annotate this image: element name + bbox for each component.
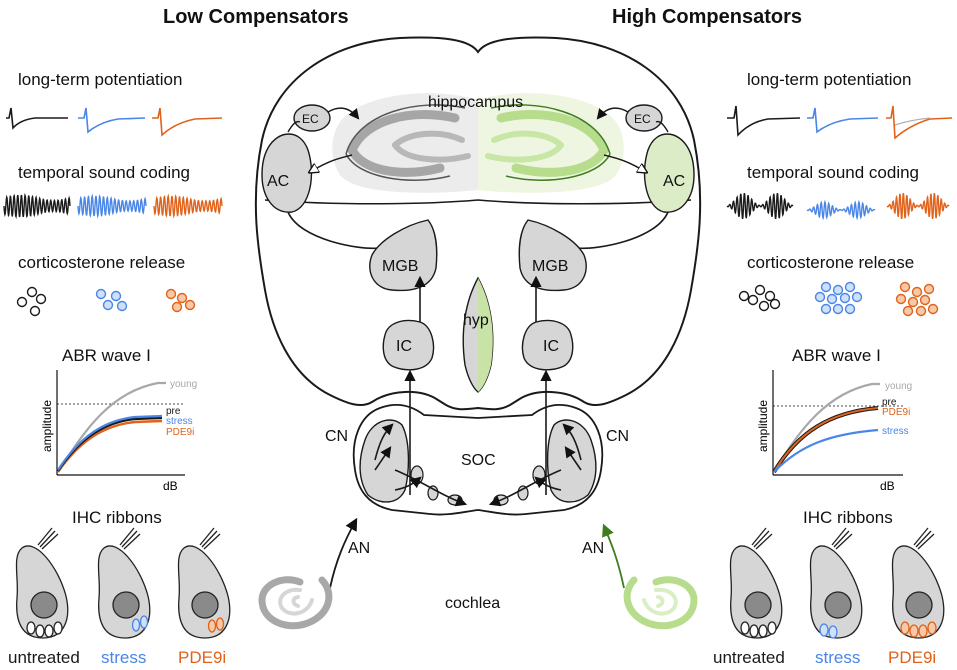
right-stress-label: stress bbox=[815, 648, 861, 667]
right-cort-circles bbox=[738, 281, 939, 317]
left-abr-young: young bbox=[170, 379, 197, 390]
left-abr-pde9i: PDE9i bbox=[166, 427, 194, 438]
left-ihc-label: IHC ribbons bbox=[72, 508, 162, 527]
ascending-pathways bbox=[374, 369, 582, 507]
ic-right-label: IC bbox=[543, 338, 559, 355]
right-cort-label: corticosterone release bbox=[747, 253, 915, 272]
cochlea-left bbox=[258, 576, 333, 630]
left-cort-circles bbox=[16, 286, 196, 317]
right-untreated-label: untreated bbox=[713, 648, 785, 667]
cochlea-right bbox=[623, 576, 698, 630]
right-abr-ylabel: amplitude bbox=[756, 400, 770, 452]
right-ihc-stress bbox=[809, 527, 863, 639]
right-abr-label: ABR wave I bbox=[792, 346, 881, 365]
ac-right bbox=[643, 133, 695, 213]
ec-right bbox=[625, 104, 663, 132]
ic-left-label: IC bbox=[396, 338, 412, 355]
left-abr-pre: pre bbox=[166, 406, 181, 417]
right-ihc-pde9i bbox=[891, 527, 945, 639]
right-abr-pre: pre bbox=[882, 397, 897, 408]
hippocampus-right bbox=[485, 110, 609, 177]
title-high-compensators: High Compensators bbox=[612, 6, 803, 28]
left-stress-label: stress bbox=[101, 648, 147, 667]
cn-left bbox=[359, 419, 410, 503]
title-low-compensators: Low Compensators bbox=[163, 6, 349, 28]
left-temporal-label: temporal sound coding bbox=[18, 163, 191, 182]
left-ihc-stress bbox=[97, 527, 151, 639]
left-ihc-pde9i bbox=[177, 527, 231, 639]
left-untreated-label: untreated bbox=[8, 648, 80, 667]
left-abr-ylabel: amplitude bbox=[40, 400, 54, 452]
left-ltp-traces bbox=[6, 107, 223, 137]
right-ihc-untreated bbox=[729, 527, 783, 639]
ec-left-label: EC bbox=[302, 112, 319, 126]
right-temporal-label: temporal sound coding bbox=[747, 163, 920, 182]
hippocampus-left bbox=[347, 110, 471, 177]
right-abr-plot: young pre PDE9i stress amplitude dB bbox=[756, 370, 912, 493]
right-abr-xlabel: dB bbox=[880, 479, 895, 493]
cn-left-label: CN bbox=[325, 428, 348, 445]
left-abr-label: ABR wave I bbox=[62, 346, 151, 365]
an-left-label: AN bbox=[348, 540, 370, 557]
mgb-left-label: MGB bbox=[382, 258, 418, 275]
left-pde9i-label: PDE9i bbox=[178, 648, 227, 667]
cn-right bbox=[546, 419, 597, 503]
mgb-right bbox=[518, 219, 587, 292]
right-ihc-cells bbox=[729, 527, 945, 639]
cn-right-label: CN bbox=[606, 428, 629, 445]
left-abr-plot: young pre stress PDE9i amplitude dB bbox=[40, 370, 197, 493]
hippocampus-label: hippocampus bbox=[428, 94, 523, 111]
right-abr-pde9i: PDE9i bbox=[882, 407, 910, 418]
left-ihc-cells bbox=[15, 527, 231, 639]
ec-left bbox=[293, 104, 331, 132]
hyp-label: hyp bbox=[463, 312, 489, 329]
right-abr-stress: stress bbox=[882, 426, 909, 437]
ec-right-label: EC bbox=[634, 112, 651, 126]
ac-left bbox=[261, 133, 313, 213]
ic-left bbox=[382, 319, 435, 371]
hippocampus-left-lines bbox=[345, 104, 466, 181]
left-cort-label: corticosterone release bbox=[18, 253, 186, 272]
left-abr-stress: stress bbox=[166, 416, 193, 427]
hippocampus-right-lines bbox=[490, 104, 611, 181]
left-ltp-label: long-term potentiation bbox=[18, 70, 183, 89]
an-right-label: AN bbox=[582, 540, 604, 557]
ic-right bbox=[521, 319, 574, 371]
right-ltp-label: long-term potentiation bbox=[747, 70, 912, 89]
ac-left-label: AC bbox=[267, 173, 289, 190]
right-ltp-traces bbox=[727, 105, 953, 140]
right-temporal-waves bbox=[726, 192, 950, 221]
mgb-right-label: MGB bbox=[532, 258, 568, 275]
left-abr-xlabel: dB bbox=[163, 479, 178, 493]
right-abr-young: young bbox=[885, 381, 912, 392]
left-temporal-waves bbox=[3, 192, 223, 220]
cochlea-label: cochlea bbox=[445, 595, 500, 612]
ac-right-label: AC bbox=[663, 173, 685, 190]
right-ihc-label: IHC ribbons bbox=[803, 508, 893, 527]
soc-label: SOC bbox=[461, 452, 496, 469]
right-pde9i-label: PDE9i bbox=[888, 648, 937, 667]
left-ihc-untreated bbox=[15, 527, 69, 639]
mgb-left bbox=[369, 219, 438, 292]
